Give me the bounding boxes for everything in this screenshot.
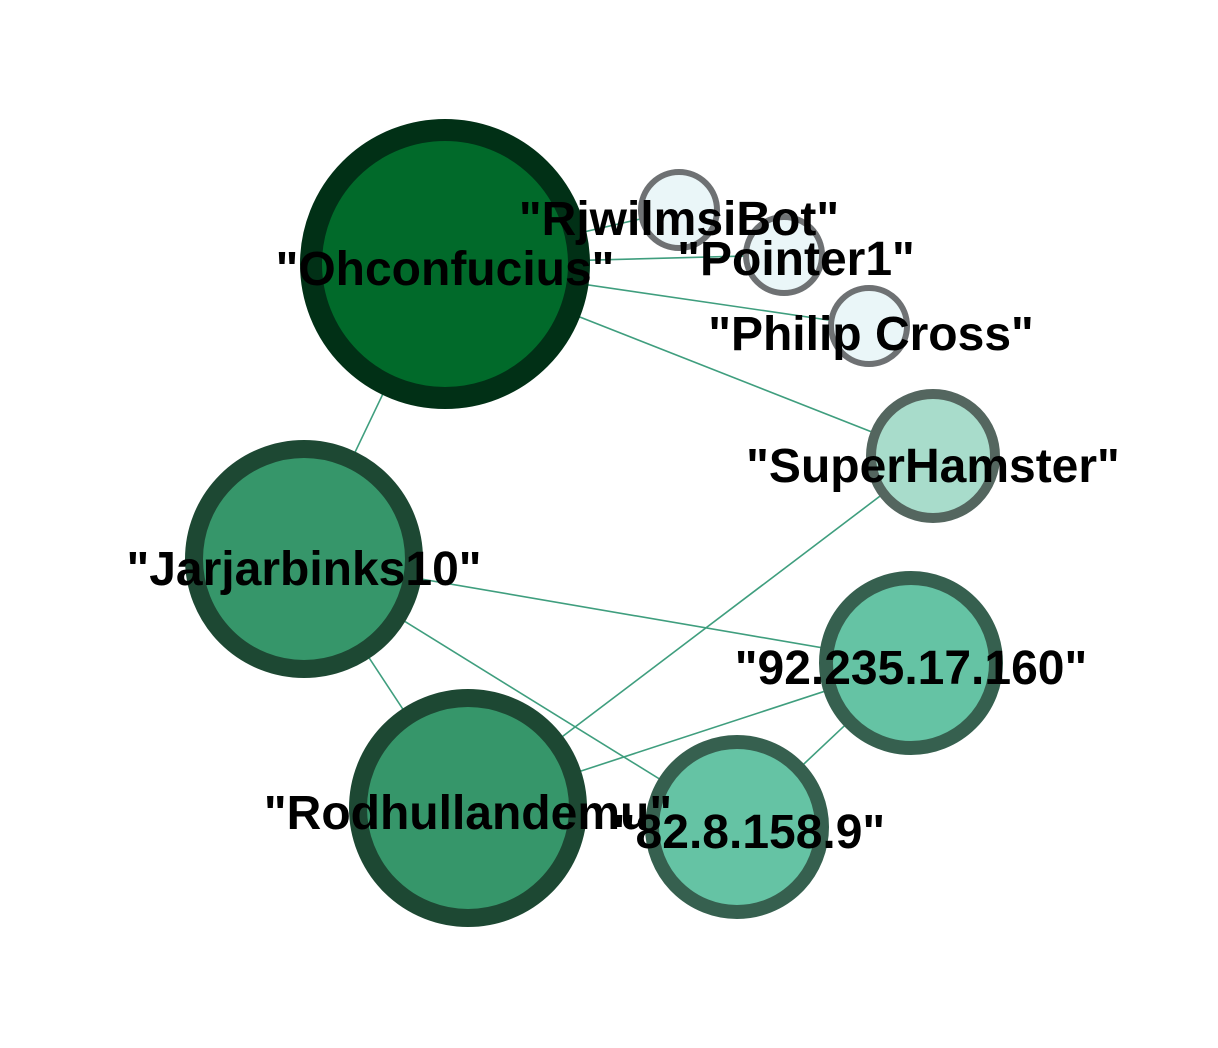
node-philip-cross[interactable] [828,285,910,367]
node-label-82-8-158-9: "82.8.158.9" [613,806,885,859]
node-label-superhamster: "SuperHamster" [746,440,1120,493]
node-label-rjwilmsibot: "RjwilmsiBot" [519,193,839,246]
node-label-pointer1: "Pointer1" [677,233,915,286]
node-jarjarbinks10[interactable] [185,440,423,678]
node-label-jarjarbinks10: "Jarjarbinks10" [126,543,481,596]
node-label-92-235-17-160: "92.235.17.160" [735,642,1087,695]
node-label-philip-cross: "Philip Cross" [708,308,1034,361]
node-layer [185,119,1003,927]
node-ohconfucius[interactable] [300,119,590,409]
node-superhamster[interactable] [866,389,1000,523]
node-label-rodhullandemu: "Rodhullandemu" [264,787,672,840]
node-82-8-158-9[interactable] [645,735,829,919]
node-92-235-17-160[interactable] [819,571,1003,755]
node-rodhullandemu[interactable] [349,689,587,927]
node-rjwilmsibot[interactable] [638,169,720,251]
label-layer: "Ohconfucius""RjwilmsiBot""Pointer1" "Phi… [126,193,1119,859]
node-pointer1[interactable] [743,214,825,296]
node-label-ohconfucius: "Ohconfucius" [276,243,615,296]
